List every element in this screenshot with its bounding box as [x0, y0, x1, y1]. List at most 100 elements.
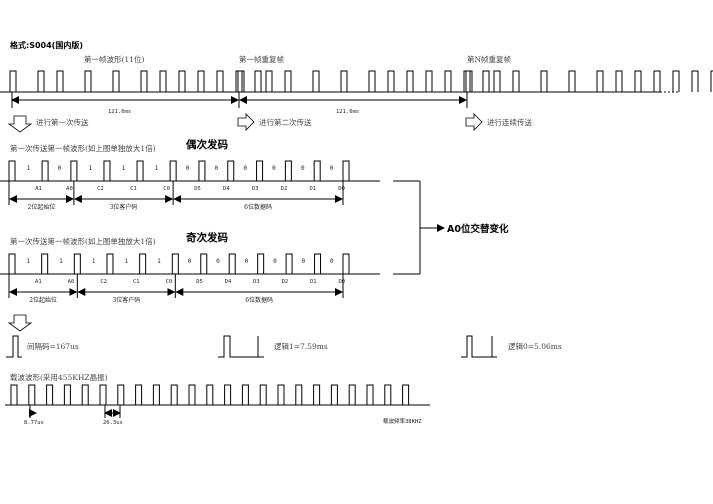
carrier-caption: 载波波形(采用455KHZ晶振)	[10, 372, 108, 382]
even-caption: 第一次传送第一帧波形(如上图单独放大1倍)	[10, 143, 156, 153]
group-label: 3位客户码	[112, 296, 140, 304]
bit-value: 1	[92, 258, 96, 265]
pulse	[136, 160, 144, 181]
pulse	[103, 160, 111, 181]
pulse	[256, 160, 264, 181]
bit-name: A1	[35, 279, 42, 285]
bit-value: 0	[301, 165, 305, 172]
pulse	[330, 384, 338, 405]
bit-value: 1	[155, 165, 159, 172]
down-arrow-icon	[7, 314, 33, 332]
group-label: 6位数据码	[245, 296, 273, 304]
carrier-freq-label: 载波频率38KHZ	[383, 417, 422, 425]
pulse	[237, 70, 245, 92]
bit-value: 1	[125, 258, 129, 265]
right-arrow-icon	[465, 113, 483, 131]
pulse	[169, 160, 177, 181]
pulse	[227, 160, 235, 181]
bit-name: D0	[338, 186, 345, 192]
bit-value: 0	[273, 258, 277, 265]
bit-value: 0	[243, 165, 247, 172]
pulse	[41, 160, 49, 181]
pulse	[444, 70, 452, 92]
pulse	[28, 384, 36, 405]
bit-value: 1	[27, 165, 31, 172]
gap-label: 间隔码=167us	[27, 342, 79, 351]
bit-name: C1	[133, 279, 140, 285]
pulse	[384, 384, 392, 405]
pulse	[84, 70, 92, 92]
top-waveform	[9, 70, 713, 92]
bit-value: 1	[59, 258, 63, 265]
pulse	[63, 384, 71, 405]
bit-value: 0	[272, 165, 276, 172]
pulse	[265, 70, 273, 92]
bit-value: 0	[58, 165, 62, 172]
pulse	[257, 253, 265, 274]
bit-value: 0	[302, 258, 306, 265]
bit-value: 0	[330, 165, 334, 172]
pulse	[41, 253, 49, 274]
logic0-label: 逻辑0=5.06ms	[508, 341, 562, 351]
pulse	[259, 384, 267, 405]
even-heading: 偶次发码	[185, 138, 228, 151]
group-label: 6位数据码	[244, 203, 272, 211]
format-title: 格式:S004(国内版)	[10, 40, 83, 50]
pulse	[37, 70, 45, 92]
bit-name: D2	[282, 279, 289, 285]
pulse	[482, 70, 490, 92]
bit-name: D3	[253, 279, 260, 285]
pulse	[342, 160, 350, 181]
pulse	[9, 70, 17, 92]
bit-name: D5	[196, 279, 203, 285]
bit-name: C0	[166, 279, 173, 285]
period2-label: 121.6ms	[336, 109, 359, 115]
a0-note: A0位交替变化	[447, 223, 509, 235]
bit-value: 1	[27, 258, 31, 265]
high-time-label: 8.77us	[24, 420, 44, 426]
logic1-label: 逻辑1=7.59ms	[274, 341, 328, 351]
pulse	[313, 160, 321, 181]
bit-value: 0	[216, 258, 220, 265]
pulse	[387, 70, 395, 92]
bit-name: C0	[163, 186, 170, 192]
pulse	[342, 253, 350, 274]
logic1-pulse	[218, 335, 264, 358]
pulse	[8, 160, 16, 181]
pulse	[171, 253, 179, 274]
logic0-pulse	[461, 335, 497, 358]
bit-value: 0	[186, 165, 190, 172]
carrier-waveform	[10, 384, 410, 405]
bit-value: 0	[245, 258, 249, 265]
pulse	[224, 384, 232, 405]
pulse	[402, 384, 410, 405]
pulse	[159, 70, 167, 92]
bit-name: C2	[97, 186, 104, 192]
pulse	[197, 70, 205, 92]
pulse	[73, 253, 81, 274]
pulse	[540, 70, 548, 92]
pulse	[200, 253, 208, 274]
pulse	[277, 384, 285, 405]
bit-name: A1	[35, 186, 42, 192]
pulse	[139, 253, 147, 274]
period-label: 26.3us	[103, 420, 123, 426]
frame2-label: 第一帧重复帧	[239, 54, 284, 64]
bit-name: D1	[309, 186, 316, 192]
group-label: 2位起始位	[29, 296, 57, 304]
pulse	[406, 70, 414, 92]
bit-name: D3	[252, 186, 259, 192]
bit-name: C2	[100, 279, 107, 285]
pulse	[366, 384, 374, 405]
pulse	[596, 70, 604, 92]
pulse	[152, 384, 160, 405]
pulse	[368, 70, 376, 92]
pulse	[425, 70, 433, 92]
pulse	[285, 253, 293, 274]
pulse	[106, 253, 114, 274]
pulse	[228, 253, 236, 274]
pulse	[348, 384, 356, 405]
bit-name: D0	[338, 279, 345, 285]
